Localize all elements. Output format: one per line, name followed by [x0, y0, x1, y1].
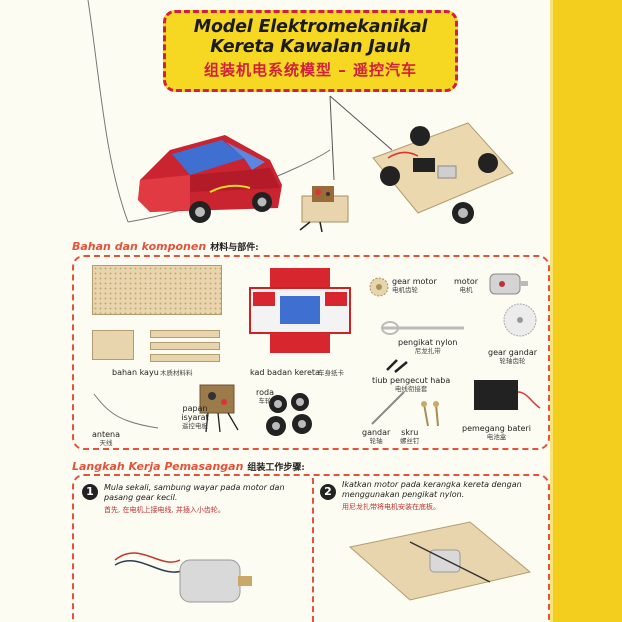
step-1-text: Mula sekali, sambung wayar pada motor da… — [104, 483, 285, 514]
step-2-illustration — [348, 521, 532, 601]
wood-strip-3 — [150, 342, 220, 350]
label-wood-cn: 木质材料料 — [160, 369, 193, 377]
axle-gear-icon — [503, 303, 537, 337]
antenna-icon — [93, 393, 159, 429]
step-2-text: Ikatkan motor pada kerangka kereta denga… — [342, 480, 522, 511]
battery-holder-icon — [474, 380, 541, 410]
wood-strip-2 — [150, 330, 220, 338]
title-chinese: 组装机电系统模型 – 遥控汽车 — [204, 61, 417, 79]
step-1-number: 1 — [82, 484, 98, 500]
signal-board-icon — [199, 384, 239, 433]
wood-strip-1 — [92, 330, 134, 360]
steps-panel — [72, 474, 550, 622]
motor-icon — [489, 273, 528, 295]
title-banner: Model Elektromekanikal Kereta Kawalan Ja… — [163, 10, 458, 92]
wood-base-plate — [92, 265, 222, 315]
steps-heading-cn: 组装工作步骤: — [247, 463, 305, 473]
steps-divider — [312, 478, 314, 622]
components-panel — [72, 255, 550, 450]
components-heading-cn: 材料与部件: — [210, 243, 259, 253]
red-car-illustration — [138, 135, 282, 223]
label-car-body: kad badan kereta — [250, 368, 320, 377]
screws-icon — [421, 401, 439, 427]
nylon-tie-icon — [381, 321, 464, 335]
steps-heading-text: Langkah Kerja Pemasangan — [72, 460, 244, 473]
car-body-card — [249, 268, 351, 353]
wheels-icon — [266, 393, 312, 436]
chassis-illustration — [372, 122, 514, 224]
label-wood: bahan kayu — [112, 368, 159, 377]
remote-board-illustration — [299, 186, 349, 233]
wood-strip-4 — [150, 354, 220, 362]
axle-icon — [371, 391, 405, 425]
gear-motor-icon — [369, 277, 389, 297]
title-line-2: Kereta Kawalan Jauh — [210, 37, 411, 57]
label-car-body-cn: 车身纸卡 — [318, 369, 344, 377]
step-1-illustration — [114, 552, 252, 603]
heat-shrink-tube-icon — [386, 359, 408, 373]
yellow-sidebar — [550, 0, 622, 622]
title-line-1: Model Elektromekanikal — [193, 17, 428, 37]
components-heading-text: Bahan dan komponen — [72, 240, 207, 253]
step-2-number: 2 — [320, 484, 336, 500]
